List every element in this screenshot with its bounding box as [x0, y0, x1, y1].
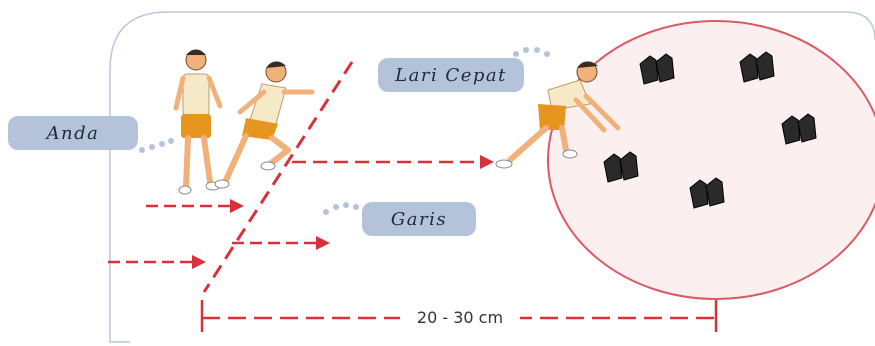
- shoe-area: [548, 21, 875, 299]
- distance-label: 20 - 30 cm: [400, 306, 520, 330]
- arrow-bottom: [108, 255, 206, 269]
- runner-starting-icon: [215, 61, 312, 188]
- label-lari-cepat: Lari Cepat: [378, 58, 524, 92]
- leader-garis: [323, 202, 359, 215]
- label-anda: Anda: [8, 116, 138, 150]
- arrow-middle-right: [232, 236, 330, 250]
- runner-standing-icon: [176, 50, 220, 195]
- leader-anda: [139, 138, 174, 153]
- arrow-middle-left: [146, 199, 244, 213]
- leader-lari-cepat: [513, 47, 550, 57]
- label-garis: Garis: [362, 202, 476, 236]
- arrow-top: [292, 155, 494, 169]
